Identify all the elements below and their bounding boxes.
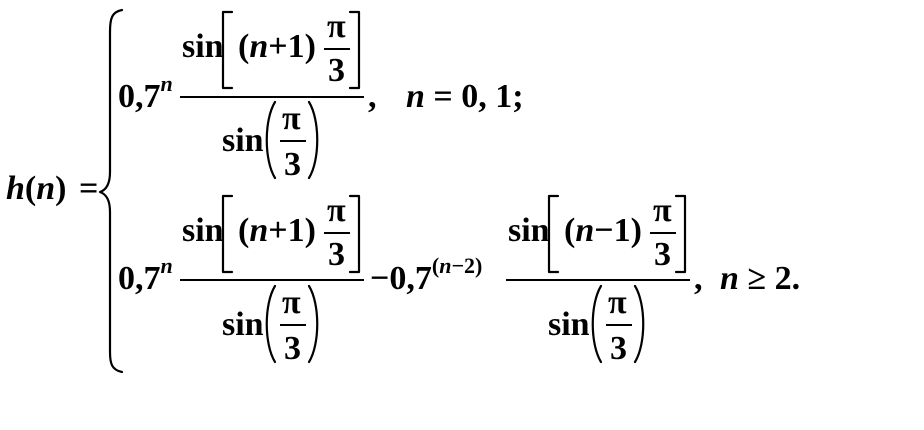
case2-f2-num-rbracket xyxy=(674,194,687,274)
case2-condition: n ≥ 2. xyxy=(720,260,801,297)
case2-second-exponent: (n−2) xyxy=(431,253,483,278)
case1-num-paren: (n+1) xyxy=(238,28,316,65)
case2-f2-den-rparen xyxy=(633,284,645,364)
case2-f2-den-pi: π xyxy=(608,284,627,321)
case2-coef-exponent: n xyxy=(160,253,173,278)
case2-f1-den-lparen xyxy=(265,284,277,364)
curly-brace-icon xyxy=(98,8,124,374)
case2-frac1-main-fraction-bar xyxy=(180,279,364,281)
case2-f1-den-rparen xyxy=(307,284,319,364)
case2-f2-den-three: 3 xyxy=(610,330,627,367)
case2-f1-den-three: 3 xyxy=(284,330,301,367)
case1-coef: 0,7n xyxy=(118,71,173,115)
case1-num-sin: sin xyxy=(182,28,224,65)
case2-f1-num-rbracket xyxy=(348,194,361,274)
case1-num-rbracket xyxy=(348,10,361,90)
lhs: h(n) = xyxy=(6,172,98,206)
case1-coef-exponent: n xyxy=(160,71,173,96)
case2-f1-num-pi: π xyxy=(327,192,346,229)
lhs-equals: = xyxy=(79,170,99,207)
case1-num-three: 3 xyxy=(328,52,345,89)
case2-coef: 0,7n xyxy=(118,253,173,297)
case2-f2-den-sin: sin xyxy=(548,306,590,343)
case2-f2-den-lparen xyxy=(591,284,603,364)
case2-f1-den-pi: π xyxy=(282,284,301,321)
case1-den-rparen xyxy=(307,100,319,180)
case2-f2-num-lbracket xyxy=(547,194,560,274)
lhs-arg: n xyxy=(36,170,56,207)
lhs-function: h xyxy=(6,170,25,207)
case2-f2-num-three: 3 xyxy=(654,236,671,273)
case2-f1-den-sin: sin xyxy=(222,306,264,343)
case1-num-pi: π xyxy=(327,8,346,45)
case2-f1-num-paren: (n+1) xyxy=(238,212,316,249)
case2-frac2-main-fraction-bar xyxy=(506,279,690,281)
case2-second-term-coef: −0,7(n−2) xyxy=(370,253,483,297)
case2-comma: , xyxy=(694,260,703,297)
case1-den-three: 3 xyxy=(284,146,301,183)
case2-f2-num-paren: (n−1) xyxy=(564,212,642,249)
case1-num-inner-fraction-bar xyxy=(324,48,350,50)
case1-den-inner-fraction-bar xyxy=(280,140,306,142)
case2-f2-num-inner-fraction-bar xyxy=(650,232,676,234)
case1-num-lbracket xyxy=(221,10,234,90)
case1-den-pi: π xyxy=(282,100,301,137)
case1-main-fraction-bar xyxy=(180,96,364,98)
case1-den-sin: sin xyxy=(222,122,264,159)
case2-f1-num-sin: sin xyxy=(182,212,224,249)
case1-comma: , xyxy=(368,78,377,115)
case2-f2-den-inner-fraction-bar xyxy=(606,324,632,326)
lhs-lparen: ( xyxy=(24,170,37,207)
case2-f2-num-sin: sin xyxy=(508,212,550,249)
case2-f2-num-pi: π xyxy=(653,192,672,229)
case1-den-lparen xyxy=(265,100,277,180)
case2-f1-num-inner-fraction-bar xyxy=(324,232,350,234)
case2-f1-den-inner-fraction-bar xyxy=(280,324,306,326)
case2-f1-num-lbracket xyxy=(221,194,234,274)
case2-f1-num-three: 3 xyxy=(328,236,345,273)
case1-condition: n = 0, 1; xyxy=(406,78,524,115)
lhs-rparen: ) xyxy=(55,170,67,207)
